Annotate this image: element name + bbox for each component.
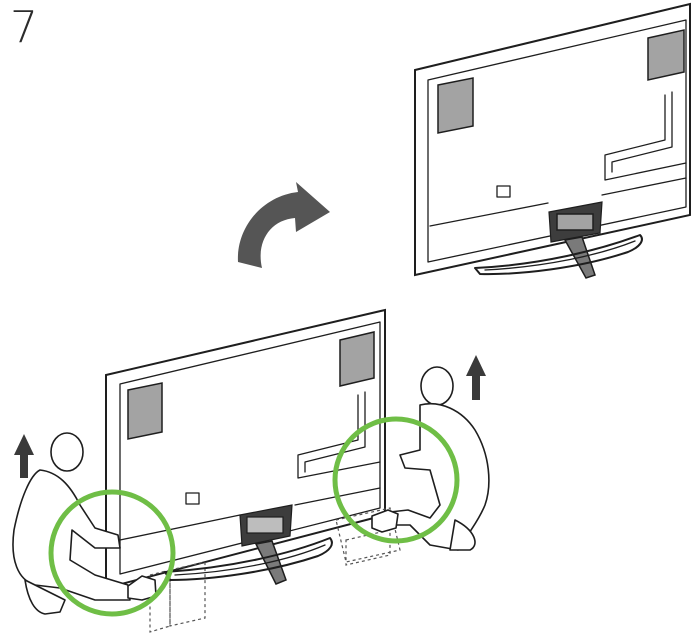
rotate-arrow-icon: [237, 182, 330, 268]
person-left: [12, 432, 157, 615]
tv-lying-back-view: [105, 308, 386, 590]
highlight-circle-right: [332, 416, 460, 544]
stand-bottom: [164, 504, 333, 585]
step-number: 7: [10, 2, 38, 53]
vesa-pad-left: [437, 77, 474, 134]
up-arrow-icon: [14, 434, 34, 478]
vesa-pad-left-bottom: [127, 382, 163, 440]
vesa-pad-right-bottom: [339, 331, 375, 387]
person-right: [371, 366, 490, 551]
vesa-pad-right: [647, 29, 685, 81]
up-arrow-icon: [466, 355, 486, 400]
highlight-circle-left: [48, 489, 176, 617]
stand-top: [474, 201, 643, 279]
packing-blocks: [149, 507, 401, 633]
tv-upright-back-view: [414, 2, 691, 279]
